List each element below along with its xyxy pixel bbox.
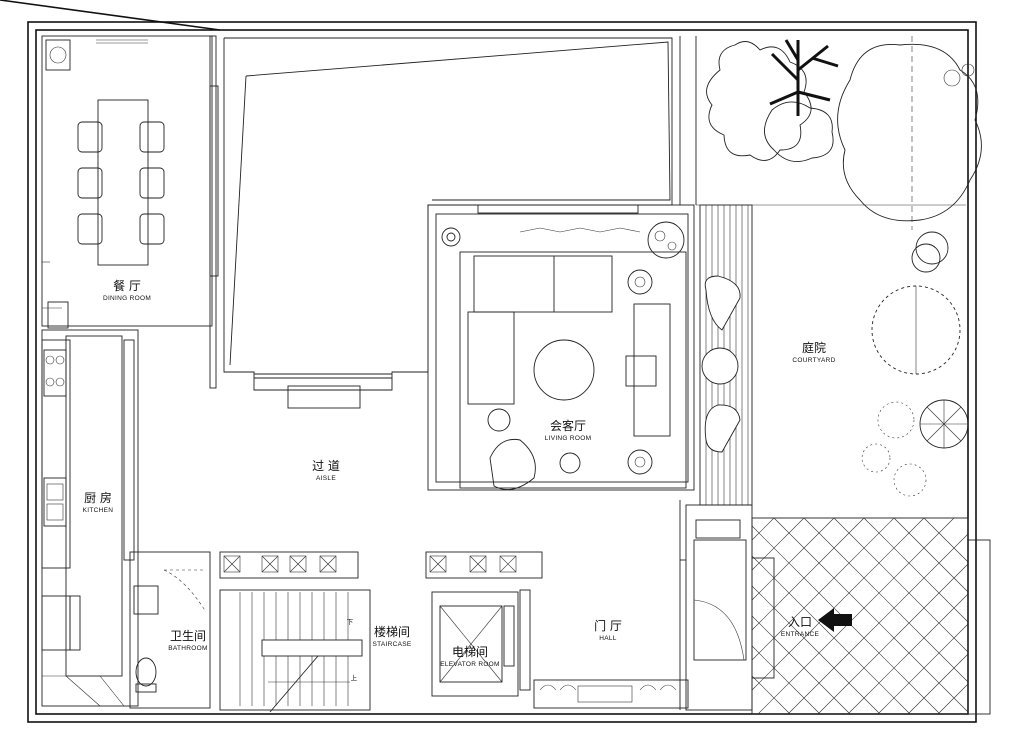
bathroom-label: 卫生间 xyxy=(170,629,206,643)
deck xyxy=(699,204,753,506)
stair-down-mark: 下 xyxy=(347,618,354,626)
courtyard-label-en: COURTYARD xyxy=(792,357,835,364)
living-room-label-en: LIVING ROOM xyxy=(545,435,592,442)
elevator-label: 电梯间 xyxy=(452,645,488,659)
kitchen-label: 厨 房 xyxy=(84,490,112,505)
staircase-label-en: STAIRCASE xyxy=(372,641,411,648)
plant-icon xyxy=(647,221,685,259)
bathroom xyxy=(129,551,211,709)
elevator xyxy=(431,589,531,697)
entrance-arrow-icon xyxy=(818,608,852,632)
tree-icon xyxy=(837,43,982,222)
stair-columns xyxy=(219,551,543,579)
dining-table xyxy=(97,99,149,266)
staircase xyxy=(219,589,371,713)
tree-icon xyxy=(769,39,839,116)
tree-icon xyxy=(706,41,812,161)
bathroom-label-en: BATHROOM xyxy=(168,645,207,652)
entrance-paving xyxy=(751,517,991,715)
aisle-structure xyxy=(209,36,697,409)
dining-room xyxy=(41,35,217,389)
dining-room-label-en: DINING ROOM xyxy=(103,295,151,302)
tree-icon xyxy=(871,285,961,375)
living-room-label: 会客厅 xyxy=(550,418,586,433)
dining-chairs xyxy=(77,121,165,245)
courtyard-label: 庭院 xyxy=(802,340,826,355)
room-labels: 餐 厅 DINING ROOM 过 道 AISLE 会客厅 LIVING ROO… xyxy=(83,278,836,682)
living-room xyxy=(427,204,695,491)
dining-room-label: 餐 厅 xyxy=(113,278,141,293)
aisle-label: 过 道 xyxy=(312,459,340,473)
entrance-label-en: ENTRANCE xyxy=(781,631,820,638)
aisle-label-en: AISLE xyxy=(316,475,336,482)
entrance-label: 入口 xyxy=(788,615,812,629)
sofa xyxy=(473,255,613,313)
coffee-table xyxy=(533,339,595,401)
outer-walls xyxy=(0,0,977,723)
kitchen-label-en: KITCHEN xyxy=(83,507,114,514)
courtyard-landscape xyxy=(696,36,982,497)
hall xyxy=(533,500,753,711)
elevator-label-en: ELEVATOR ROOM xyxy=(440,661,500,668)
staircase-label: 楼梯间 xyxy=(374,624,410,639)
hall-label-en: HALL xyxy=(599,635,617,642)
kitchen xyxy=(41,329,139,707)
hall-label: 门 厅 xyxy=(594,618,622,633)
stair-up-mark: 上 xyxy=(351,673,358,682)
